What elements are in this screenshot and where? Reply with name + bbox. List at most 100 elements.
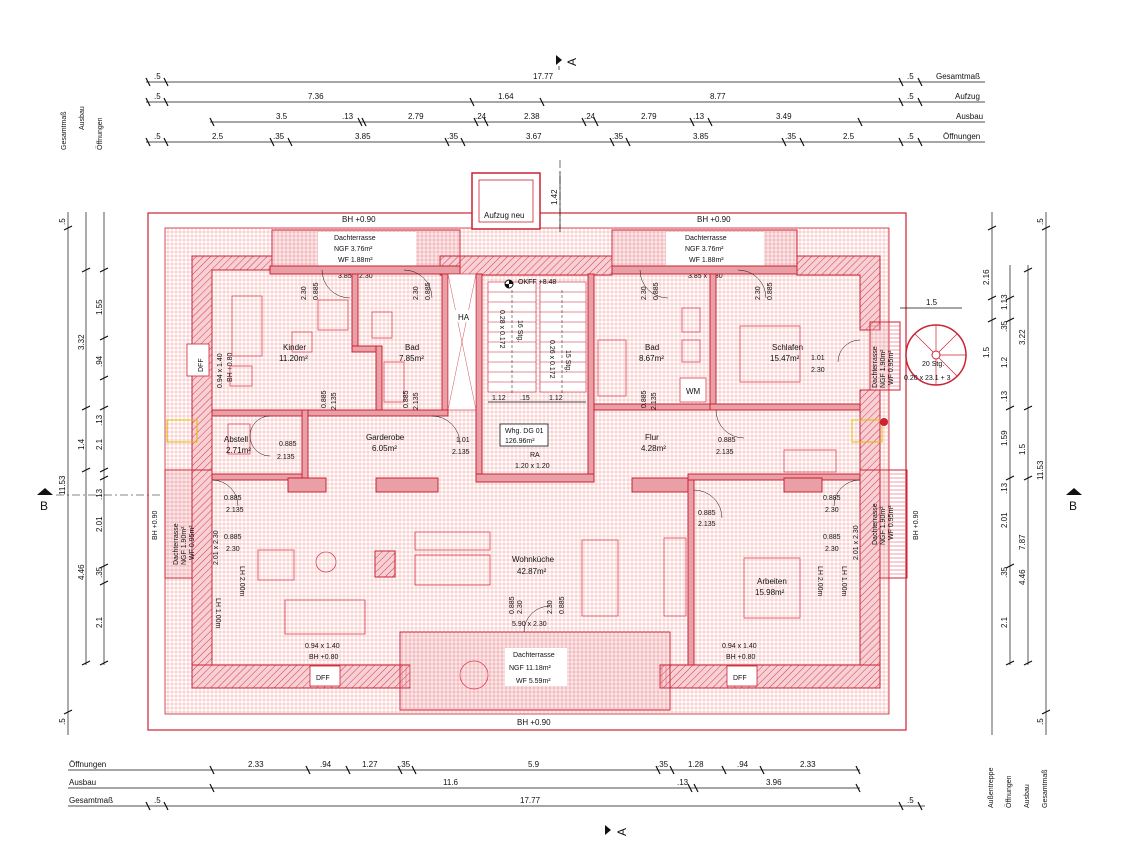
annotation-text: 2.30 (413, 286, 420, 300)
dim-text: .5 (907, 92, 914, 101)
dim-text: .13 (677, 778, 689, 787)
dim-text: .35 (399, 760, 411, 769)
dim-text: .5 (1036, 718, 1045, 725)
okff-label: OKFF +8.48 (518, 279, 556, 286)
dim-text: 2.1 (1000, 616, 1009, 628)
annotation-text: 0.885 (767, 282, 774, 300)
lh-label: LH 2.00m (816, 566, 823, 597)
room-area-garderobe: 6.05m² (372, 444, 397, 453)
dim-text: .5 (907, 132, 914, 141)
top-dimension-chains: .5 17.77 .5 Gesamtmaß .5 7.36 1.64 8.77 … (145, 72, 985, 147)
annotation-text: 0.885 (653, 282, 660, 300)
terrace-wf: WF 0.95m² (888, 505, 895, 540)
window-dim: 0.94 x 1.40 (217, 353, 224, 388)
dim-text: 1.59 (1000, 430, 1009, 446)
dim-text: 2.01 (95, 516, 104, 532)
stair-outer-dim: 0.20 x 23.1 + 3 (904, 375, 951, 382)
room-name-flur: Flur (645, 433, 659, 442)
dim-text: .5 (907, 796, 914, 805)
annotation-text: 0.885 (224, 495, 242, 502)
terrace-wf: WF 0.95m² (888, 350, 895, 385)
section-b-right: B (1069, 499, 1077, 513)
annotation-text: 0.885 (718, 437, 736, 444)
dim-text: .5 (154, 92, 161, 101)
room-name-wohnkueche: Wohnküche (512, 555, 555, 564)
bottom-dimension-chains: Öffnungen 2.33 .94 1.27 .35 5.9 .35 1.28… (68, 760, 925, 811)
terrace-right-top (869, 321, 901, 391)
terrace-name: Dachterrasse (334, 235, 376, 242)
terrace-dim: 3.85 x 2.30 (688, 273, 723, 280)
dim-text: 17.77 (520, 796, 541, 805)
ra-dim: 1.20 x 1.20 (515, 463, 550, 470)
dim-text: 1.2 (1000, 356, 1009, 368)
terrace-left (164, 469, 193, 579)
dim-text: .13 (1000, 482, 1009, 494)
window-bh: BH +0.80 (227, 353, 234, 382)
window-bh: BH +0.80 (309, 654, 338, 661)
annotation-text: 2.135 (698, 521, 716, 528)
dim-text: 7.87 (1018, 534, 1027, 550)
right-dimension-chains: Außentreppe Öffnungen Ausbau Gesamtmaß 2… (982, 212, 1051, 808)
dim-chain-label: Gesamtmaß (69, 796, 113, 805)
room-name-kinder: Kinder (283, 343, 306, 352)
room-name-schlafen: Schlafen (772, 343, 803, 352)
door-annotations: 2.30 0.885 2.30 0.885 2.30 0.885 2.30 0.… (224, 282, 841, 614)
stair-label: 16 Stg. (516, 320, 523, 342)
dim-text: .5 (58, 218, 67, 225)
dim-text: 1.5 (982, 346, 991, 358)
dim-text: 11.6 (443, 778, 459, 787)
dim-text: .13 (95, 488, 104, 500)
terrace-wf: WF 1.88m² (689, 257, 724, 264)
dim-text: .5 (154, 132, 161, 141)
dim-text: 3.49 (776, 112, 792, 121)
dim-chain-label: Außentreppe (988, 767, 995, 808)
dim-text: 7.36 (308, 92, 324, 101)
dim-text: 1.28 (688, 760, 704, 769)
room-area-bad: 8.67m² (639, 354, 664, 363)
dim-text: 2.33 (248, 760, 264, 769)
dim-text: 11.53 (58, 475, 67, 495)
terrace-dim: 5.90 x 2.30 (512, 621, 547, 628)
dim-text: 3.85 (693, 132, 709, 141)
dim-text: 1.5 (1018, 443, 1027, 455)
dim-text: .15 (520, 395, 530, 402)
dim-text: 2.01 (1000, 512, 1009, 528)
annotation-text: 2.30 (517, 600, 524, 614)
room-name-bad: Bad (405, 343, 419, 352)
dim-text: 1.55 (95, 299, 104, 315)
room-area-kinder: 11.20m² (279, 354, 308, 363)
room-name-arbeiten: Arbeiten (757, 577, 787, 586)
room-area-bad: 7.85m² (399, 354, 424, 363)
dim-text: .35 (273, 132, 285, 141)
dim-text: 2.1 (95, 616, 104, 628)
terrace-wf: WF 0.95m² (189, 525, 196, 560)
dim-text: .13 (95, 414, 104, 426)
dim-chain-label: Öffnungen (1005, 775, 1013, 808)
annotation-text: 2.30 (811, 367, 825, 374)
annotation-text: 2.135 (452, 449, 470, 456)
apartment-label: Whg. DG 01 (505, 428, 544, 435)
dim-text: 2.5 (212, 132, 224, 141)
dim-chain-label: Gesamtmaß (1042, 769, 1049, 808)
dim-text: .35 (447, 132, 459, 141)
annotation-text: 0.885 (641, 390, 648, 408)
bh-right: BH +0.90 (913, 511, 920, 540)
dff-label: DFF (316, 675, 330, 682)
dim-chain-label: Ausbau (956, 112, 983, 121)
dim-chain-label: Ausbau (69, 778, 96, 787)
dim-chain-label: Gesamtmaß (936, 72, 980, 81)
terrace-right (879, 469, 908, 579)
dim-text: .13 (693, 112, 705, 121)
ra-label: RA (530, 452, 540, 459)
wm-label: WM (686, 387, 701, 396)
annotation-text: 0.885 (509, 596, 516, 614)
dim-text: 3.67 (526, 132, 542, 141)
dim-text: .35 (612, 132, 624, 141)
annotation-text: 0.885 (279, 441, 297, 448)
dim-text: .24 (584, 112, 596, 121)
dim-text: 8.77 (710, 92, 726, 101)
terrace-ngf: NGF 1.90m² (181, 526, 188, 565)
dim-chain-label: Ausbau (79, 106, 86, 130)
room-area-wohnkueche: 42.87m² (517, 567, 547, 576)
annotation-text: 2.30 (641, 286, 648, 300)
